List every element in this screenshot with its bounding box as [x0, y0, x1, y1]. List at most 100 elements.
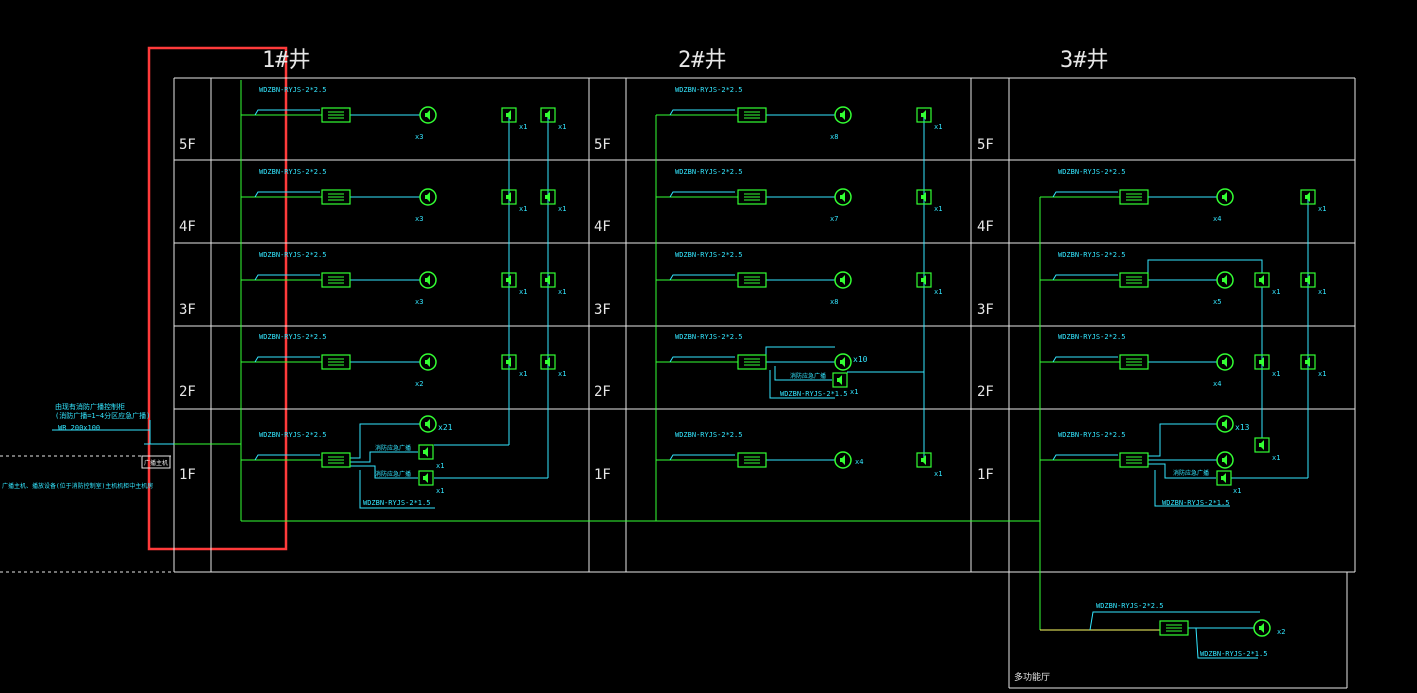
speaker-count: x7: [830, 215, 838, 223]
cable-label: WDZBN-RYJS-2*2.5: [1058, 431, 1125, 439]
devices: [141, 106, 1316, 637]
speaker-glyph: [1222, 419, 1227, 429]
speaker-count: x4: [855, 458, 863, 466]
floor-label: 1F: [179, 467, 196, 483]
wire-3F: [1147, 259, 1263, 276]
wall-speaker-glyph: [1259, 275, 1264, 285]
wall-speaker-icon: [418, 444, 434, 460]
wall-speaker-icon: [1254, 272, 1270, 288]
wall-speaker-icon: [832, 372, 848, 388]
wall-speaker-glyph: [1259, 357, 1264, 367]
speaker-count: x5: [1213, 298, 1221, 306]
speaker-count: x3: [415, 298, 423, 306]
count-x1: x1: [1272, 454, 1280, 462]
wire-1F: [350, 423, 420, 459]
cable-leader: [669, 109, 735, 116]
count-x1: x1: [558, 123, 566, 131]
count-x1: x1: [934, 123, 942, 131]
speaker-icon: [419, 106, 437, 124]
host-box: [141, 455, 171, 469]
speaker-glyph: [840, 455, 845, 465]
speaker-count: x8: [830, 298, 838, 306]
cable-leader: [254, 356, 320, 363]
speaker-count: x10: [853, 355, 868, 364]
count-x1: x1: [850, 388, 858, 396]
floor-label: 5F: [594, 137, 611, 153]
wire-1F: [350, 465, 418, 479]
speaker-glyph: [425, 419, 430, 429]
floor-label: 5F: [179, 137, 196, 153]
wall-speaker-icon: [1300, 272, 1316, 288]
cable-label: WDZBN-RYJS-2*2.5: [259, 86, 326, 94]
host-label: 广播主机: [144, 459, 168, 467]
amplifier-box: [1119, 452, 1149, 468]
speaker-count: x3: [415, 215, 423, 223]
note-line-2: (消防广播=1~4分区应急广播): [55, 411, 150, 420]
branch-cable-label: WDZBN-RYJS-2*1.5: [1200, 650, 1267, 658]
wire-1F-3: [1148, 423, 1217, 457]
amplifier-box: [1119, 272, 1149, 288]
speaker-icon: [834, 451, 852, 469]
speaker-icon: [1216, 353, 1234, 371]
speaker-count: x13: [1235, 423, 1250, 432]
cable-leader: [254, 274, 320, 281]
count-x1: x1: [558, 370, 566, 378]
amplifier-box: [321, 107, 351, 123]
wall-speaker-glyph: [921, 275, 926, 285]
speaker-icon: [1216, 271, 1234, 289]
wall-speaker-glyph: [1305, 192, 1310, 202]
count-x1: x1: [1272, 370, 1280, 378]
count-x1: x1: [558, 288, 566, 296]
cable-leader: [254, 191, 320, 198]
cable-label: WDZBN-RYJS-2*2.5: [675, 431, 742, 439]
branch-note: 消防应急广播: [375, 444, 411, 452]
speaker-count: x4: [1213, 380, 1221, 388]
speaker-count: x2: [1277, 628, 1285, 636]
amplifier-box: [737, 272, 767, 288]
speaker-icon: [1216, 188, 1234, 206]
speaker-icon: [834, 353, 852, 371]
cable-leader: [254, 454, 320, 461]
cable-label: WDZBN-RYJS-2*2.5: [675, 333, 742, 341]
wall-speaker-glyph: [1305, 275, 1310, 285]
cable-leader: [669, 191, 735, 198]
speaker-icon: [834, 271, 852, 289]
cable-leader: [669, 356, 735, 363]
shaft-label-2: 2#井: [678, 48, 727, 73]
wall-speaker-icon: [540, 354, 556, 370]
riser-frame: [0, 77, 1356, 689]
speaker-glyph: [840, 110, 845, 120]
cable-label: WDZBN-RYJS-2*2.5: [1058, 168, 1125, 176]
floor-label: 2F: [594, 384, 611, 400]
speaker-count: x4: [1213, 215, 1221, 223]
floor-label: 3F: [179, 302, 196, 318]
count-x1: x1: [519, 123, 527, 131]
cable-leader: [1089, 611, 1260, 631]
speaker-glyph: [840, 275, 845, 285]
count-x1: x1: [436, 462, 444, 470]
wall-speaker-glyph: [1305, 357, 1310, 367]
wall-speaker-glyph: [506, 110, 511, 120]
cable-leader: [1052, 454, 1118, 461]
branch-note: 消防应急广播: [375, 470, 411, 478]
wall-speaker-icon: [1300, 189, 1316, 205]
floor-label: 1F: [977, 467, 994, 483]
speaker-icon: [1216, 415, 1234, 433]
wall-speaker-icon: [1300, 354, 1316, 370]
wall-speaker-glyph: [1221, 473, 1226, 483]
wire-2F: [765, 346, 835, 358]
cable-label: WDZBN-RYJS-2*2.5: [675, 168, 742, 176]
branch-leader: [359, 470, 435, 509]
floor-label: 4F: [179, 219, 196, 235]
floor-label: 3F: [977, 302, 994, 318]
speaker-glyph: [1222, 192, 1227, 202]
branch-cable-label: WDZBN-RYJS-2*1.5: [780, 390, 847, 398]
note-line-1: 由现有消防广播控制柜: [55, 402, 125, 411]
wall-speaker-glyph: [506, 357, 511, 367]
speaker-glyph: [425, 110, 430, 120]
branch-cable-label: WDZBN-RYJS-2*1.5: [1162, 499, 1229, 507]
speaker-count: x21: [438, 423, 453, 432]
speaker-glyph: [840, 192, 845, 202]
note-line-3: WR 200x100: [58, 424, 100, 432]
